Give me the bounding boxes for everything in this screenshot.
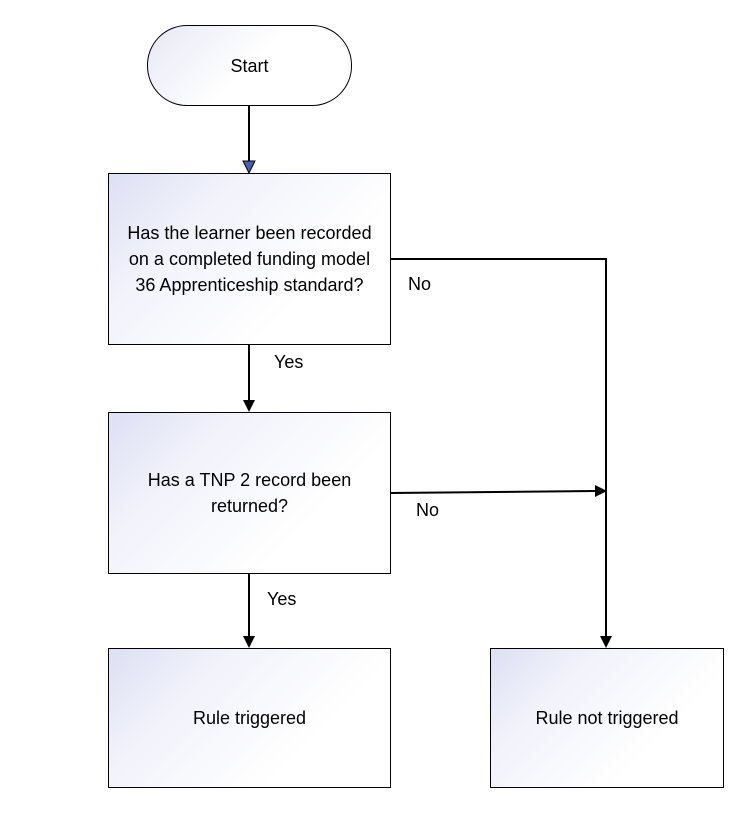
arrowhead-q1-yes xyxy=(243,400,255,412)
decision-learner-recorded-text: Has the learner been recorded on a compl… xyxy=(127,223,372,295)
outcome-rule-not-triggered-text: Rule not triggered xyxy=(535,708,679,728)
start-label: Start xyxy=(230,55,269,76)
arrowhead-q2-no xyxy=(595,485,607,497)
q2-no-label: No xyxy=(416,500,440,520)
outcome-rule-triggered-text: Rule triggered xyxy=(192,708,307,728)
q2-yes-label: Yes xyxy=(267,589,297,609)
arrowhead-q2-yes xyxy=(243,636,255,648)
q1-no-label: No xyxy=(408,274,432,294)
connector-q2-no xyxy=(389,490,596,494)
decision-learner-recorded: Has the learner been recorded on a compl… xyxy=(108,173,391,345)
connector-q1-no xyxy=(390,258,607,637)
outcome-rule-triggered: Rule triggered xyxy=(108,648,391,788)
arrowhead-q1-no xyxy=(600,636,612,648)
q1-yes-label: Yes xyxy=(274,352,304,372)
arrowhead-start-to-q1 xyxy=(242,160,256,175)
decision-tnp2-returned: Has a TNP 2 record been returned? xyxy=(108,412,391,574)
decision-tnp2-returned-text: Has a TNP 2 record been returned? xyxy=(147,470,352,516)
start-terminal: Start xyxy=(147,25,352,106)
outcome-rule-not-triggered: Rule not triggered xyxy=(490,648,724,788)
